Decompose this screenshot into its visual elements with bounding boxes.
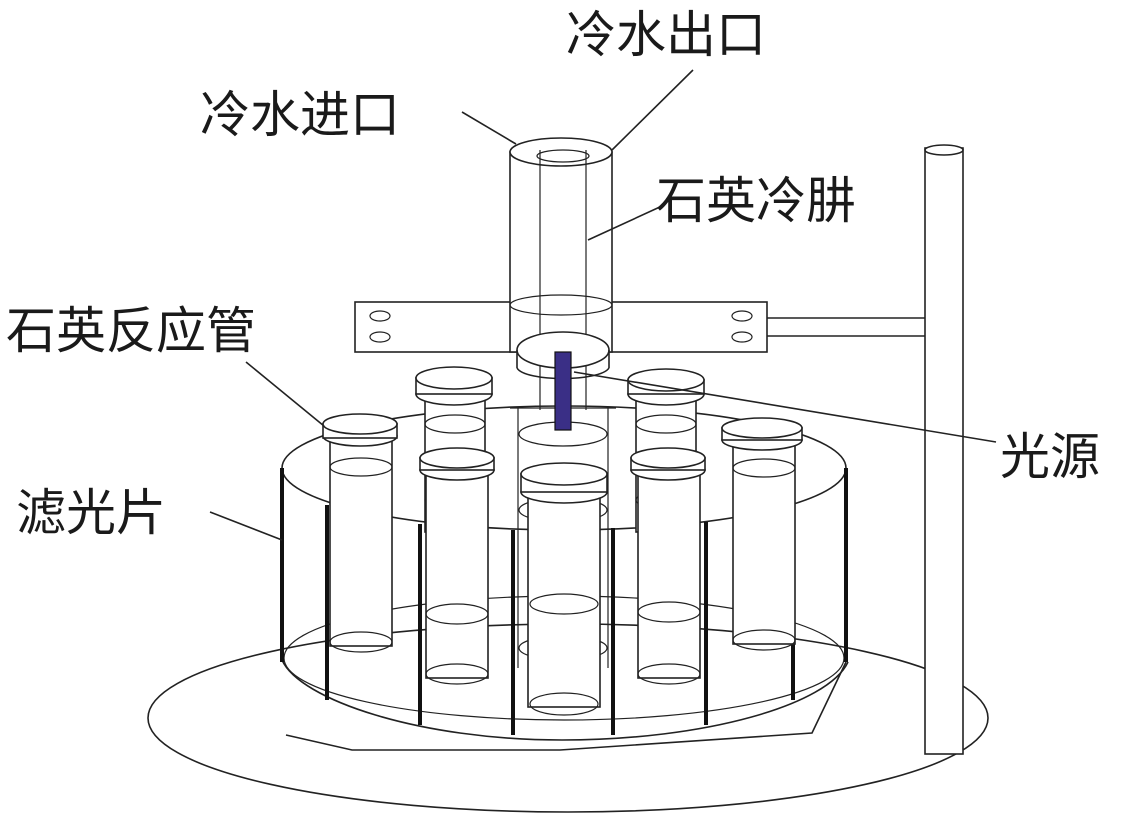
clamp-hole [731,310,753,322]
leader-light-source [573,371,997,443]
label-cold-water-outlet: 冷水出口 [566,6,766,64]
leader-cold-water-inlet [461,111,517,145]
reaction-tube [721,417,803,651]
reaction-tube [520,462,608,716]
leader-lines [209,69,997,541]
label-quartz-reaction-tube: 石英反应管 [6,302,256,360]
light-source [554,351,572,431]
label-filter: 滤光片 [16,484,166,542]
label-light-source: 光源 [1000,428,1100,486]
label-quartz-cold-trap: 石英冷肼 [656,172,856,230]
leader-filter [209,511,283,541]
quartz-cold-trap [509,137,613,410]
label-cold-water-inlet: 冷水进口 [200,86,400,144]
labels: 冷水出口 冷水进口 石英冷肼 石英反应管 光源 滤光片 [6,6,1100,542]
clamp-hole [731,331,753,343]
reaction-tube [630,447,706,685]
reaction-tube [322,413,398,653]
leader-cold-water-outlet [611,69,694,151]
lamp [554,351,572,431]
reaction-tubes [322,366,803,716]
clamp-hole [369,331,391,343]
support-stand [766,144,964,755]
leader-quartz-reaction-tube [245,361,325,427]
filter-strips [280,468,848,735]
reaction-tube [419,447,495,685]
clamp-hole [369,310,391,322]
leader-quartz-cold-trap [587,205,663,241]
